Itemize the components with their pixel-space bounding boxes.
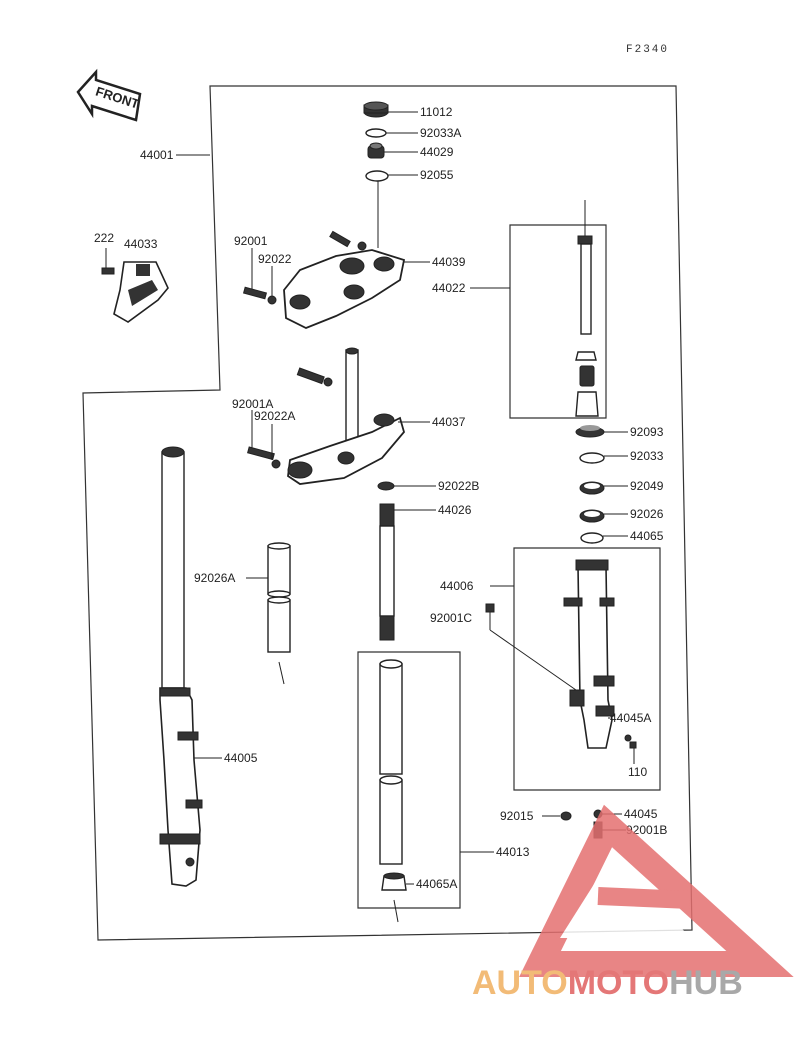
part-44065: 44065 [580, 529, 664, 544]
label-44045: 44045 [624, 807, 658, 821]
label-44033: 44033 [124, 237, 158, 251]
front-arrow-icon: FRONT [76, 68, 142, 122]
label-44065: 44065 [630, 529, 664, 543]
watermark-moto: MOTO [568, 964, 669, 1002]
label-92026A: 92026A [194, 571, 235, 585]
part-92033: 92033 [579, 449, 664, 464]
label-44006: 44006 [440, 579, 474, 593]
label-92049: 92049 [630, 479, 664, 493]
label-92001A: 92001A [232, 397, 273, 411]
label-11012: 11012 [420, 105, 453, 119]
part-92001-bolt: 92001 92022 [234, 234, 292, 305]
label-44029: 44029 [420, 145, 454, 159]
label-44065A: 44065A [416, 877, 457, 891]
label-92022: 92022 [258, 252, 292, 266]
part-92022B: 92022B [377, 479, 479, 493]
label-44026: 44026 [438, 503, 472, 517]
part-44013-inner-tube: 44013 [379, 659, 530, 865]
label-92026: 92026 [630, 507, 664, 521]
label-44037: 44037 [432, 415, 466, 429]
watermark-logo: AUTOMOTOHUB [472, 804, 794, 1002]
label-44005: 44005 [224, 751, 258, 765]
watermark-hub: HUB [669, 964, 743, 1002]
part-44039-upper-bracket: 44039 [283, 230, 466, 329]
label-92015: 92015 [500, 809, 534, 823]
part-44037-lower-bracket: 44037 [287, 347, 466, 485]
label-92001C: 92001C [430, 611, 472, 625]
label-92001B: 92001B [626, 823, 667, 837]
label-92033: 92033 [630, 449, 664, 463]
label-92022A: 92022A [254, 409, 295, 423]
part-11012: 11012 [363, 101, 453, 119]
part-44006-outer-tube: 44006 [440, 559, 615, 749]
label-44039: 44039 [432, 255, 466, 269]
diagram-code: F2340 [626, 44, 669, 56]
watermark-auto: AUTO [472, 964, 568, 1002]
part-92055: 92055 [365, 168, 454, 248]
box-44013 [357, 651, 461, 909]
label-44045A: 44045A [610, 711, 651, 725]
box-44022 [509, 224, 607, 419]
part-92026A-bushings: 92026A [194, 542, 291, 685]
part-44045A: 44045A 110 [608, 711, 651, 779]
part-92033A: 92033A [365, 126, 461, 140]
label-222: 222 [94, 231, 114, 245]
box-44006 [513, 547, 661, 791]
part-92093: 92093 [575, 425, 664, 439]
part-44022-damper-rod [575, 200, 599, 417]
part-44033-bracket: 222 44033 [94, 231, 169, 323]
label-92033A: 92033A [420, 126, 461, 140]
part-92026: 92026 [579, 507, 664, 523]
part-92015: 92015 [500, 809, 572, 823]
part-44005-fork-leg: 44005 [159, 446, 258, 887]
label-92001: 92001 [234, 234, 268, 248]
label-44001: 44001 [140, 148, 174, 162]
part-44026-spring: 44026 [379, 503, 472, 641]
assembly-frame [82, 85, 693, 941]
part-44065A: 44065A [381, 872, 457, 923]
part-44029: 44029 [367, 142, 454, 159]
label-44013: 44013 [496, 845, 530, 859]
callout-44022: 44022 [432, 281, 510, 295]
part-92001A-bolt: 92001A 92022A [232, 397, 295, 469]
label-110: 110 [628, 765, 647, 779]
label-92055: 92055 [420, 168, 454, 182]
label-44022: 44022 [432, 281, 466, 295]
label-92022B: 92022B [438, 479, 479, 493]
watermark-text: AUTOMOTOHUB [472, 964, 743, 1002]
part-92049: 92049 [579, 479, 664, 495]
callout-44001: 44001 [140, 148, 210, 162]
part-92001C-bolt: 92001C [430, 603, 577, 691]
label-92093: 92093 [630, 425, 664, 439]
